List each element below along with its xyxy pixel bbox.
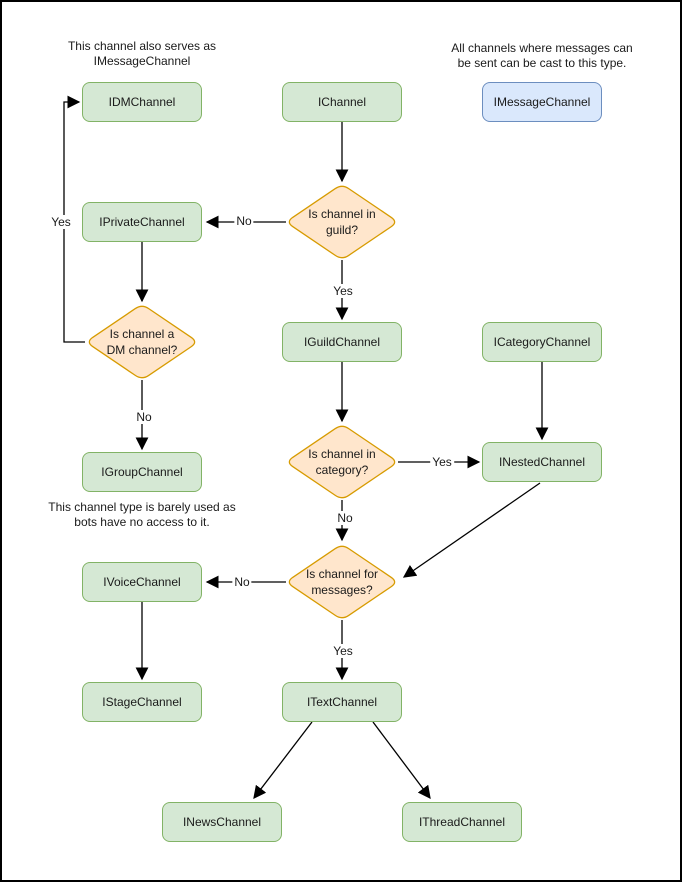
edge-label-guild-no: No bbox=[234, 214, 254, 228]
note-line: This channel also serves as bbox=[67, 39, 217, 53]
decision-guild-shape bbox=[288, 185, 396, 259]
edge-itext-to-inews bbox=[253, 721, 313, 800]
node-ivoicechannel: IVoiceChannel bbox=[82, 562, 202, 602]
node-istagechannel: IStageChannel bbox=[82, 682, 202, 722]
edge-inested-to-messages-decision bbox=[402, 482, 541, 578]
edge-label-dm-no: No bbox=[134, 410, 154, 424]
note-line: This channel type is barely used as bbox=[48, 500, 236, 514]
node-itextchannel: ITextChannel bbox=[282, 682, 402, 722]
note-line: All channels where messages can bbox=[451, 41, 633, 55]
note-line: be sent can be cast to this type. bbox=[457, 56, 627, 70]
decision-category-shape bbox=[288, 425, 396, 499]
edge-label-messages-no: No bbox=[232, 575, 252, 589]
edge-itext-to-ithread bbox=[372, 721, 431, 800]
edge-label-guild-yes: Yes bbox=[331, 284, 355, 298]
edge-label-dm-yes: Yes bbox=[49, 215, 73, 229]
node-ichannel: IChannel bbox=[282, 82, 402, 122]
note-imessage-cast: All channels where messages can be sent … bbox=[422, 41, 662, 71]
node-igroupchannel: IGroupChannel bbox=[82, 452, 202, 492]
node-inestedchannel: INestedChannel bbox=[482, 442, 602, 482]
node-iguildchannel: IGuildChannel bbox=[282, 322, 402, 362]
decision-messages-shape bbox=[288, 545, 396, 619]
edge-label-category-yes: Yes bbox=[430, 455, 454, 469]
edge-label-category-no: No bbox=[335, 511, 355, 525]
node-icategorychannel: ICategoryChannel bbox=[482, 322, 602, 362]
node-inewschannel: INewsChannel bbox=[162, 802, 282, 842]
node-iprivatechannel: IPrivateChannel bbox=[82, 202, 202, 242]
decision-dm-shape bbox=[88, 305, 196, 379]
node-idmchannel: IDMChannel bbox=[82, 82, 202, 122]
note-idm-serves-imessage: This channel also serves as IMessageChan… bbox=[22, 39, 262, 69]
note-igroup-barely-used: This channel type is barely used as bots… bbox=[22, 500, 262, 530]
edge-label-messages-yes: Yes bbox=[331, 644, 355, 658]
node-ithreadchannel: IThreadChannel bbox=[402, 802, 522, 842]
note-line: bots have no access to it. bbox=[74, 515, 210, 529]
node-imessagechannel: IMessageChannel bbox=[482, 82, 602, 122]
note-line: IMessageChannel bbox=[93, 54, 191, 68]
